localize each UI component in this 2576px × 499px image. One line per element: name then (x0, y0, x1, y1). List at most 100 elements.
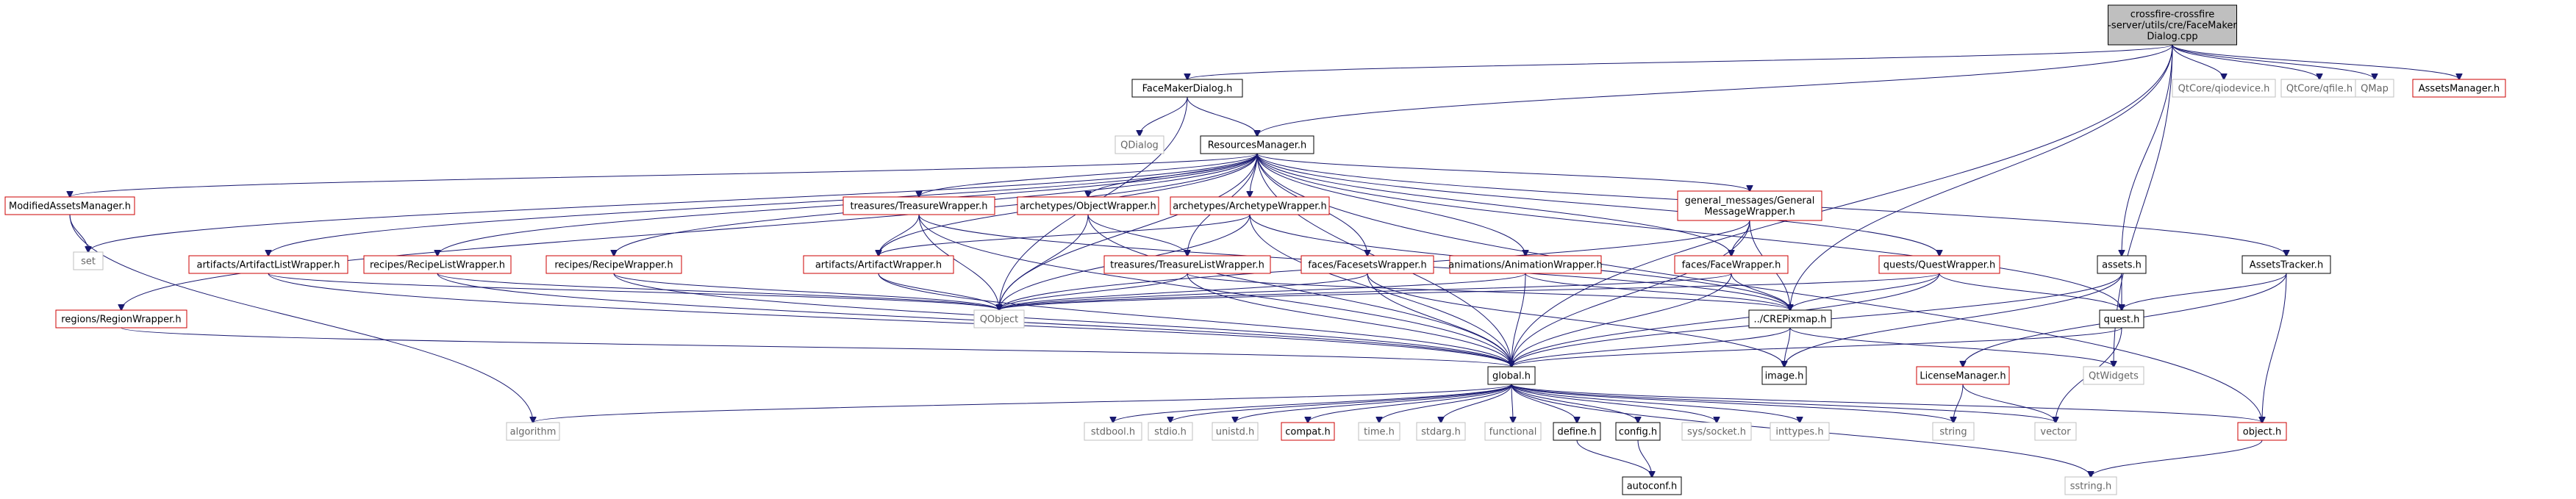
edge-ResourcesManager_h-to-general_messages (1256, 153, 1750, 191)
node-label: recipes/RecipeWrapper.h (554, 260, 673, 271)
node-label: AssetsTracker.h (2250, 260, 2323, 271)
node-assetsmanager-h[interactable]: AssetsManager.h (2412, 79, 2506, 98)
edge-root-to-QtCore_qfile (2172, 44, 2319, 79)
edge-regions_RegionWrapper_h-to-global_h (121, 327, 1511, 367)
node-recipes-recipewrapper-h[interactable]: recipes/RecipeWrapper.h (545, 255, 682, 274)
node-label: -server/utils/cre/FaceMaker (2108, 21, 2237, 32)
edge-artifacts_ArtifactWrapper_h-to-global_h (878, 273, 1511, 367)
node-animations-animationwrapper-h[interactable]: animations/AnimationWrapper.h (1448, 255, 1603, 274)
edge-artifacts_ArtifactListWrapper_h-to-QObject (268, 273, 999, 310)
node-object-h[interactable]: object.h (2237, 422, 2287, 441)
node-root[interactable]: crossfire-crossfire-server/utils/cre/Fac… (2108, 4, 2237, 46)
edge-ResourcesManager_h-to-set (88, 153, 1258, 252)
node-global-h[interactable]: global.h (1487, 366, 1536, 385)
edge-artifacts_ArtifactListWrapper_h-to-global_h (268, 273, 1511, 367)
node-box (1677, 190, 1822, 221)
node-label: regions/RegionWrapper.h (61, 315, 181, 326)
node-box (1281, 422, 1335, 441)
node-compat-h[interactable]: compat.h (1281, 422, 1335, 441)
node-define-h[interactable]: define.h (1553, 422, 1601, 441)
node-box (1553, 422, 1601, 441)
node-label: archetypes/ArchetypeWrapper.h (1173, 201, 1327, 212)
edge-ResourcesManager_h-to-animations_AnimationWrapper_h (1256, 153, 1525, 256)
edge-animations_AnimationWrapper_h-to-CREPixmap_h (1525, 273, 1790, 310)
node-facemakerdialog-h[interactable]: FaceMakerDialog.h (1131, 79, 1243, 98)
edge-faces_FaceWrapper_h-to-CREPixmap_h (1731, 273, 1790, 310)
edge-ResourcesManager_h-to-ModifiedAssetsManager_h (70, 153, 1258, 197)
edge-archetypes_ArchetypeWrapper_h-to-artifacts_ArtifactWrapper_h (879, 214, 1251, 256)
node-modifiedassetsmanager-h[interactable]: ModifiedAssetsManager.h (4, 196, 135, 215)
edge-root-to-assets_h (2122, 44, 2173, 256)
edge-treasures_TreasureWrapper_h-to-artifacts_ArtifactWrapper_h (879, 214, 920, 256)
node-image-h[interactable]: image.h (1761, 366, 1807, 385)
node-box (1115, 135, 1164, 154)
edge-archetypes_ArchetypeWrapper_h-to-global_h (1249, 214, 1511, 367)
edge-AssetsTracker_h-to-object_h (2262, 273, 2287, 423)
node-assetstracker-h[interactable]: AssetsTracker.h (2242, 255, 2331, 274)
node-label: archetypes/ObjectWrapper.h (1020, 201, 1156, 212)
node-box (1300, 255, 1434, 274)
node-box (2355, 79, 2394, 98)
node-autoconf-h[interactable]: autoconf.h (1622, 476, 1682, 495)
node-config-h[interactable]: config.h (1615, 422, 1661, 441)
node-label: ModifiedAssetsManager.h (9, 201, 131, 212)
node-box (1761, 366, 1807, 385)
edge-ResourcesManager_h-to-treasures_TreasureWrapper_h (919, 153, 1258, 197)
node-archetypes-objectwrapper-h[interactable]: archetypes/ObjectWrapper.h (1017, 196, 1159, 215)
edge-object_h-to-sstring_h (2091, 439, 2263, 477)
node-faces-facesetswrapper-h[interactable]: faces/FacesetsWrapper.h (1300, 255, 1434, 274)
node-resourcesmanager-h[interactable]: ResourcesManager.h (1200, 135, 1314, 154)
edge-faces_FacesetsWrapper_h-to-QObject (999, 273, 1368, 310)
node-recipes-recipelistwrapper-h[interactable]: recipes/RecipeListWrapper.h (363, 255, 512, 274)
edge-quests_QuestWrapper_h-to-CREPixmap_h (1790, 273, 1940, 310)
node-label: stdio.h (1154, 427, 1187, 438)
node-label: artifacts/ArtifactListWrapper.h (196, 260, 340, 271)
node-box (973, 309, 1025, 329)
edge-ResourcesManager_h-to-quests_QuestWrapper_h (1256, 153, 1939, 256)
node-label: stdbool.h (1091, 427, 1135, 438)
node-faces-facewrapper-h[interactable]: faces/FaceWrapper.h (1674, 255, 1789, 274)
node-artifacts-artifactwrapper-h[interactable]: artifacts/ArtifactWrapper.h (803, 255, 954, 274)
node-box (1916, 366, 2010, 385)
node-crepixmap-h[interactable]: ../CREPixmap.h (1748, 309, 1832, 329)
node-box (1170, 196, 1330, 215)
edge-ResourcesManager_h-to-faces_FaceWrapper_h (1256, 153, 1731, 256)
node-box (1932, 422, 1975, 441)
node-label: config.h (1619, 427, 1657, 438)
edge-FaceMakerDialog_h-to-QDialog (1139, 96, 1188, 136)
node-label: ../CREPixmap.h (1753, 315, 1826, 326)
edge-ModifiedAssetsManager_h-to-set (69, 214, 88, 252)
node-qtwidgets: QtWidgets (2083, 366, 2144, 385)
node-licensemanager-h[interactable]: LicenseManager.h (1916, 366, 2010, 385)
node-quest-h[interactable]: quest.h (2099, 309, 2144, 329)
node-label: inttypes.h (1775, 427, 1823, 438)
node-label: QMap (2361, 84, 2389, 95)
node-assets-h[interactable]: assets.h (2097, 255, 2147, 274)
node-box (1200, 135, 1314, 154)
node-stdio-h: stdio.h (1148, 422, 1193, 441)
node-artifacts-artifactlistwrapper-h[interactable]: artifacts/ArtifactListWrapper.h (188, 255, 348, 274)
node-box (1148, 422, 1193, 441)
node-archetypes-archetypewrapper-h[interactable]: archetypes/ArchetypeWrapper.h (1170, 196, 1330, 215)
edge-general_messages-to-global_h (1511, 220, 1750, 367)
node-layer: crossfire-crossfire-server/utils/cre/Fac… (4, 4, 2506, 495)
edge-faces_FaceWrapper_h-to-QObject (999, 273, 1732, 310)
node-treasures-treasurewrapper-h[interactable]: treasures/TreasureWrapper.h (842, 196, 995, 215)
edge-treasures_TreasureWrapper_h-to-QObject (918, 214, 999, 310)
node-quests-questwrapper-h[interactable]: quests/QuestWrapper.h (1878, 255, 2000, 274)
edge-treasures_TreasureListWrapper_h-to-CREPixmap_h (1187, 273, 1790, 310)
node-box (545, 255, 682, 274)
edge-CREPixmap_h-to-image_h (1784, 327, 1791, 367)
node-box (2064, 476, 2117, 495)
node-stdarg-h: stdarg.h (1416, 422, 1466, 441)
edge-LicenseManager_h-to-string (1953, 384, 1964, 423)
node-label: AssetsManager.h (2419, 84, 2500, 95)
node-label: string (1939, 427, 1967, 438)
node-treasures-treasurelistwrapper-h[interactable]: treasures/TreasureListWrapper.h (1103, 255, 1271, 274)
node-regions-regionwrapper-h[interactable]: regions/RegionWrapper.h (55, 309, 187, 329)
edge-ResourcesManager_h-to-artifacts_ArtifactListWrapper_h (268, 153, 1258, 256)
node-box (2237, 422, 2287, 441)
edge-global_h-to-algorithm (533, 384, 1512, 423)
